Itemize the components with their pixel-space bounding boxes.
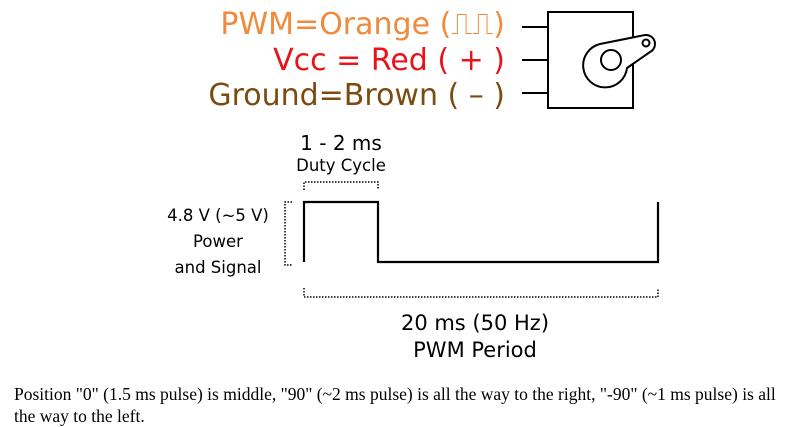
caption-text: Position "0" (1.5 ms pulse) is middle, "… <box>14 384 776 426</box>
servo-icon <box>522 11 656 109</box>
voltage-bracket <box>284 201 292 266</box>
horn-hole <box>641 38 651 48</box>
ground-wire-label: Ground=Brown ( – ) <box>208 78 505 113</box>
period-value: 20 ms (50 Hz) <box>401 311 549 335</box>
vcc-wire-label: Vcc = Red ( + ) <box>273 43 505 78</box>
signal-label: and Signal <box>175 258 262 277</box>
duty-cycle-bracket <box>303 181 379 190</box>
voltage-label: 4.8 V (~5 V) <box>167 206 269 225</box>
power-label: Power <box>193 232 243 251</box>
pwm-waveform <box>302 200 660 264</box>
servo-horn <box>582 33 656 89</box>
horn-hub <box>600 49 622 71</box>
period-bracket <box>303 288 659 298</box>
dimension-brackets <box>284 181 659 298</box>
duty-cycle-label: Duty Cycle <box>296 156 386 175</box>
pwm-wire-label: PWM=Orange (⎍⎍) <box>220 7 505 42</box>
period-label: PWM Period <box>413 338 537 362</box>
duty-cycle-value: 1 - 2 ms <box>300 131 382 155</box>
